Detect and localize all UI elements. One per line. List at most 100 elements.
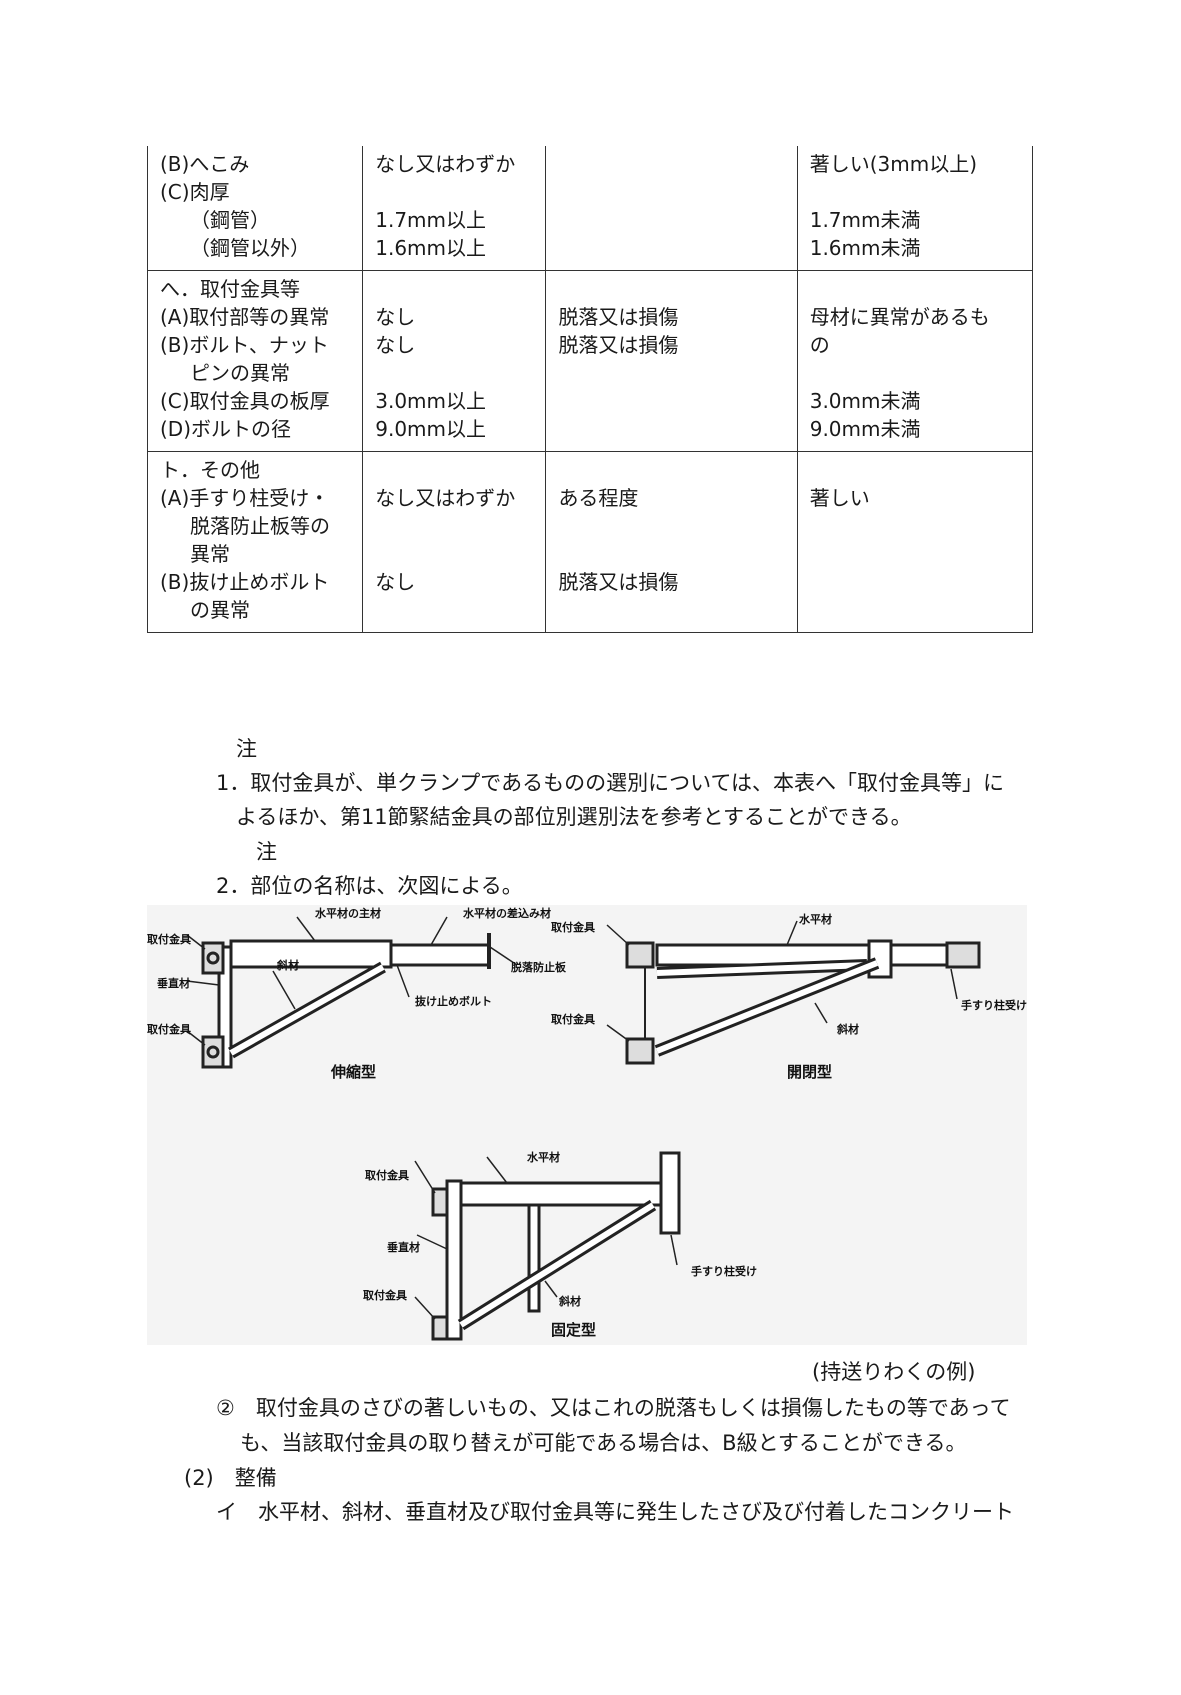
figure-caption: (持送りわくの例) <box>812 1360 976 1384</box>
cell-line <box>375 456 533 484</box>
cell-line: (A)手すり柱受け・ <box>160 486 330 510</box>
cell-line: (A)取付部等の異常 <box>160 305 330 329</box>
cell-line <box>375 540 533 568</box>
folding-label-top-fitting: 取付金具 <box>551 920 595 934</box>
cell-line: （鋼管以外） <box>190 236 310 260</box>
cell-line <box>558 275 784 303</box>
cell-line: なし又はわずか <box>375 486 516 510</box>
fixed-label-diagonal: 斜材 <box>558 1294 581 1308</box>
cell-line <box>558 150 784 178</box>
table-row: へ．取付金具等 (A)取付部等の異常 (B)ボルト、ナットピンの異常 (C)取付金具の… <box>146 270 1034 452</box>
cell-line: 9.0mm未満 <box>809 417 921 441</box>
cell-line <box>810 540 1020 568</box>
telescopic-bracket-drawing <box>186 916 518 1069</box>
table-cell-item: (B)へこみ (C)肉厚 （鋼管） （鋼管以外） <box>146 146 364 271</box>
telescopic-label-diagonal: 斜材 <box>276 958 299 972</box>
cell-line: なし <box>375 570 416 594</box>
cell-line <box>810 456 1020 484</box>
bracket-figure: 水平材の主材 水平材の差込み材 取付金具 垂直材 取付金具 斜材 脱落防止板 抜… <box>147 905 1027 1345</box>
cell-line: 脱落又は損傷 <box>558 333 679 357</box>
cell-line: (B)ボルト、ナット <box>160 333 329 357</box>
cell-line: なし <box>375 333 416 357</box>
table-cell-a: なし又はわずかなし <box>362 451 547 633</box>
cell-line: 著しい <box>809 486 870 510</box>
cell-line <box>810 596 1020 624</box>
cell-line <box>375 359 533 387</box>
folding-label-bottom-fitting: 取付金具 <box>551 1012 595 1026</box>
cell-line <box>810 568 1020 596</box>
fixed-bracket-drawing <box>414 1151 681 1341</box>
cell-line: （鋼管） <box>190 208 270 232</box>
inspection-table: (B)へこみ (C)肉厚 （鋼管） （鋼管以外） なし又はわずか 1.7mm以上 1.6mm… <box>146 146 1034 633</box>
cell-line <box>558 206 784 234</box>
cell-line: (C)取付金具の板厚 <box>160 389 330 413</box>
telescopic-label-bottom-fitting: 取付金具 <box>147 1022 191 1036</box>
table-cell-c: 著しい <box>796 451 1034 633</box>
telescopic-title: 伸縮型 <box>330 1063 376 1081</box>
cell-line: 1.7mm以上 <box>375 208 487 232</box>
fixed-label-horizontal: 水平材 <box>527 1150 560 1164</box>
fixed-title: 固定型 <box>551 1321 596 1339</box>
cell-line <box>558 415 784 443</box>
cell-line: (C)肉厚 <box>160 180 230 204</box>
cell-line <box>375 512 533 540</box>
telescopic-label-stop-bolt: 抜け止めボルト <box>415 994 492 1008</box>
item-i: イ 水平材、斜材、垂直材及び取付金具等に発生したさび及び付着したコンクリート <box>216 1500 1014 1524</box>
telescopic-label-top-fitting: 取付金具 <box>147 932 191 946</box>
cell-line <box>810 359 1020 387</box>
telescopic-label-vertical: 垂直材 <box>157 976 190 990</box>
telescopic-label-main-horizontal: 水平材の主材 <box>315 906 381 920</box>
fixed-label-top-fitting: 取付金具 <box>365 1168 409 1182</box>
cell-line: 母材に異常があるも <box>809 305 990 329</box>
fixed-label-handrail-receiver: 手すり柱受け <box>691 1264 757 1278</box>
cell-line <box>558 512 784 540</box>
cell-line: 脱落又は損傷 <box>558 305 679 329</box>
cell-line <box>558 596 784 624</box>
cell-line <box>375 275 533 303</box>
fixed-label-vertical: 垂直材 <box>387 1240 420 1254</box>
cell-line <box>375 596 533 624</box>
cell-line: 脱落防止板等の <box>190 514 330 538</box>
cell-line: ト．その他 <box>160 458 260 482</box>
note-label: 注 <box>236 737 257 761</box>
cell-line: 1.6mm以上 <box>375 236 487 260</box>
cell-line <box>810 512 1020 540</box>
fixed-label-bottom-fitting: 取付金具 <box>363 1288 407 1302</box>
table-cell-item: へ．取付金具等 (A)取付部等の異常 (B)ボルト、ナットピンの異常 (C)取付金具の… <box>146 270 364 452</box>
note-label-2: 注 <box>256 840 277 864</box>
cell-line <box>558 234 784 262</box>
cell-line: 3.0mm未満 <box>809 389 921 413</box>
cell-line: 9.0mm以上 <box>375 417 487 441</box>
cell-line: (B)抜け止めボルト <box>160 570 330 594</box>
cell-line: へ．取付金具等 <box>160 277 300 301</box>
folding-label-diagonal: 斜材 <box>836 1022 859 1036</box>
table-row: ト．その他 (A)手すり柱受け・脱落防止板等の異常 (B)抜け止めボルトの異常 なし又… <box>146 451 1034 633</box>
cell-line <box>810 178 1020 206</box>
table-cell-b: 脱落又は損傷脱落又は損傷 <box>545 270 798 452</box>
cell-line: ピンの異常 <box>190 361 290 385</box>
cell-line <box>558 178 784 206</box>
cell-line: 3.0mm以上 <box>375 389 487 413</box>
folding-title: 開閉型 <box>787 1063 832 1081</box>
telescopic-label-anti-fall-plate: 脱落防止板 <box>511 960 567 974</box>
folding-bracket-drawing <box>606 920 981 1065</box>
cell-line: 著しい(3mm以上) <box>809 152 978 176</box>
note-1-line-2: よるほか、第11節緊結金具の部位別選別法を参考とすることができる。 <box>236 805 912 829</box>
cell-line: 異常 <box>190 542 230 566</box>
cell-line <box>558 456 784 484</box>
cell-line: (D)ボルトの径 <box>160 417 292 441</box>
cell-line: の異常 <box>190 598 250 622</box>
cell-line: (B)へこみ <box>160 152 250 176</box>
table-cell-b <box>545 146 798 271</box>
folding-label-horizontal: 水平材 <box>799 912 832 926</box>
cell-line <box>558 359 784 387</box>
folding-label-handrail-receiver: 手すり柱受け <box>961 998 1027 1012</box>
cell-line <box>558 387 784 415</box>
cell-line <box>375 178 533 206</box>
cell-line <box>558 540 784 568</box>
section-heading: (2) 整備 <box>184 1466 277 1490</box>
